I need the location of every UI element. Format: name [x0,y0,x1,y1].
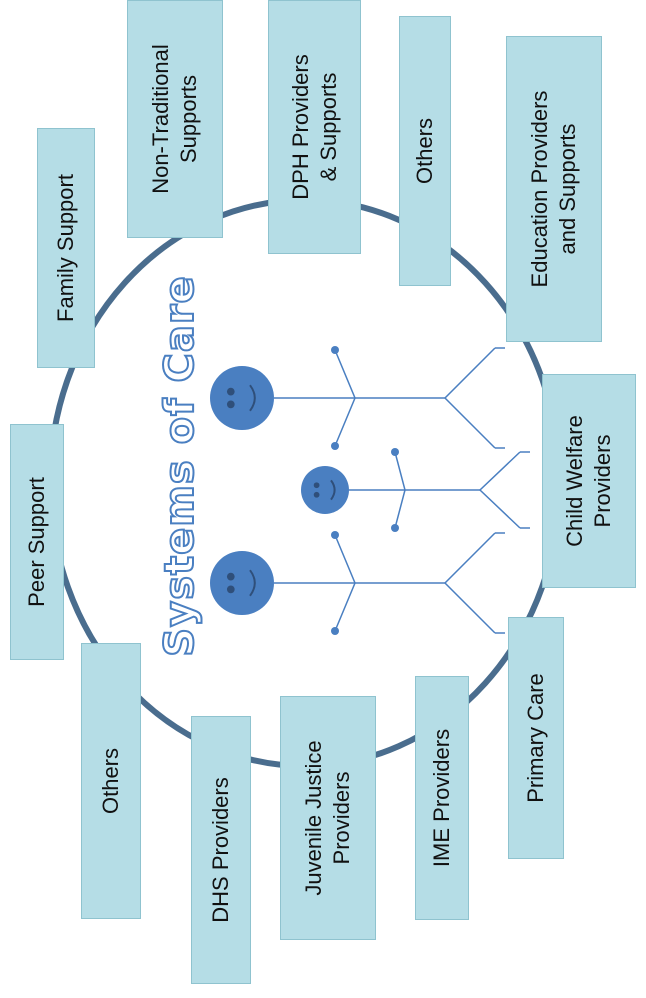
arms-line [334,349,356,447]
eye-icon [313,482,320,489]
hand-dot [331,627,339,635]
box-label: Peer Support [24,477,49,607]
box-label: Others [412,117,437,185]
box-label: Juvenile Justice Providers [301,740,354,896]
hand-dot [391,524,399,532]
box-others-top: Others [399,16,451,286]
face-icon [301,466,349,514]
eye-icon [313,491,320,498]
eye-icon [226,400,235,409]
box-label: DHS Providers [208,777,233,923]
box-others-bottom: Others [81,643,141,919]
box-juvenile-justice: Juvenile Justice Providers [280,696,376,940]
box-label: IME Providers [429,728,454,868]
legs-line [443,532,496,634]
box-label: Non-Traditional Supports [148,44,201,194]
smile-icon [330,479,336,501]
box-label: Child Welfare Providers [562,415,615,547]
box-family-support: Family Support [37,128,95,368]
legs-line [478,451,521,529]
box-non-traditional-supports: Non-Traditional Supports [127,0,223,238]
face-icon [210,366,274,430]
arms-line [334,534,356,632]
diagram-title: Systems of Care [156,274,204,657]
box-label: Primary Care [523,673,548,803]
box-education-providers: Education Providers and Supports [506,36,602,342]
legs-line [443,347,496,449]
figure-left [210,531,505,635]
arms-line [394,451,406,529]
hand-dot [331,442,339,450]
eye-icon [226,585,235,594]
box-label: Family Support [53,174,78,322]
box-label: Others [98,747,123,815]
eye-icon [226,572,235,581]
box-dph-providers: DPH Providers & Supports [268,0,361,254]
figure-middle [301,448,530,532]
figures-group [210,346,530,635]
box-peer-support: Peer Support [10,424,64,660]
hand-dot [331,346,339,354]
hand-dot [331,531,339,539]
face-icon [210,551,274,615]
box-child-welfare: Child Welfare Providers [542,374,636,588]
box-dhs-providers: DHS Providers [191,716,251,984]
box-primary-care: Primary Care [508,617,564,859]
smile-icon [249,384,256,412]
figure-right [210,346,505,450]
box-ime-providers: IME Providers [415,676,469,920]
hand-dot [391,448,399,456]
eye-icon [226,387,235,396]
smile-icon [249,569,256,597]
box-label: DPH Providers & Supports [287,54,341,200]
box-label: Education Providers and Supports [527,90,580,288]
